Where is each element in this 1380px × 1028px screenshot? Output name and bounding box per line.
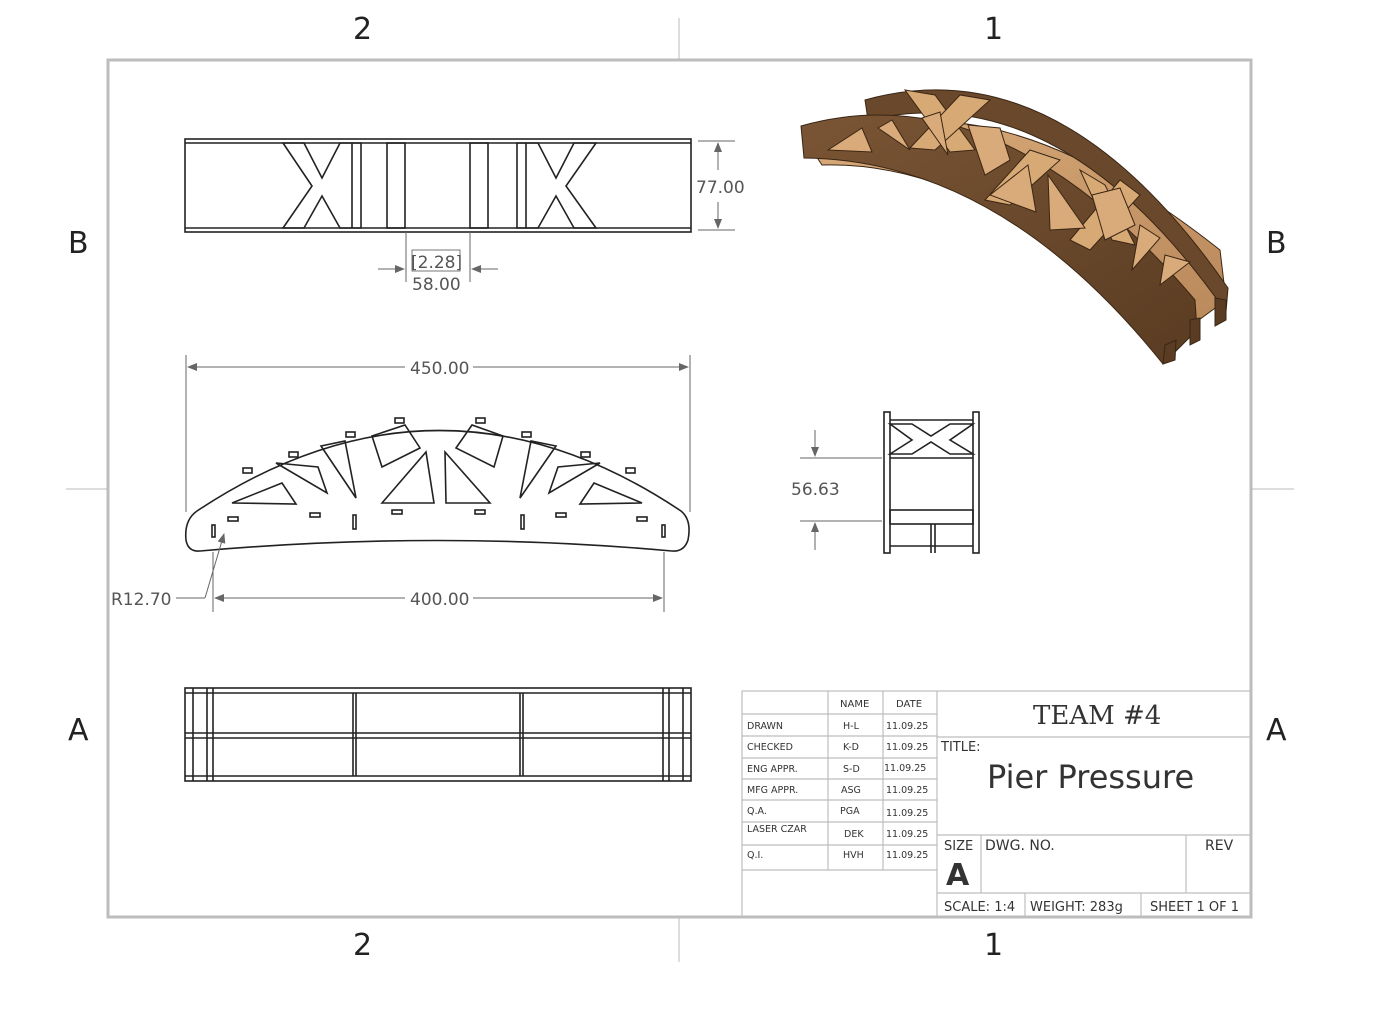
tb-role: Q.A. [747, 806, 767, 817]
tb-size: A [946, 858, 970, 893]
front-view [184, 417, 690, 552]
zone-label-top-1: 1 [984, 12, 1004, 47]
title-block [741, 690, 1252, 918]
tb-rev-label: REV [1205, 838, 1234, 854]
tb-date: 11.09.25 [886, 785, 928, 796]
dim-58 [378, 232, 498, 282]
tb-name: DEK [844, 829, 864, 840]
zone-label-bottom-1: 1 [984, 928, 1004, 963]
dim-top-height: 77.00 [696, 178, 745, 198]
tb-name: K-D [843, 742, 859, 753]
tb-name: PGA [840, 806, 860, 817]
tb-role: MFG APPR. [747, 785, 798, 796]
tb-col-date: DATE [896, 699, 922, 710]
tb-date: 11.09.25 [886, 721, 928, 732]
tb-size-label: SIZE [944, 839, 973, 854]
tb-role: Q.I. [747, 850, 763, 861]
dim-radius-leader [176, 533, 226, 599]
side-view [883, 411, 980, 554]
tb-sheet: SHEET 1 OF 1 [1150, 900, 1239, 915]
tb-date: 11.09.25 [886, 829, 928, 840]
tb-role: ENG APPR. [747, 764, 798, 775]
dim-gap: 58.00 [412, 275, 461, 295]
tb-role: LASER CZAR [747, 824, 807, 835]
zone-label-bottom-2: 2 [353, 928, 373, 963]
tb-company: TEAM #4 [1033, 701, 1161, 731]
dim-radius: R12.70 [111, 590, 171, 610]
dim-ref-thickness: [2.28] [411, 253, 462, 273]
top-view [184, 138, 692, 233]
tb-rows: DRAWN H-L 11.09.25 CHECKED K-D 11.09.25 … [747, 721, 928, 861]
dim-450 [185, 355, 691, 512]
dim-5663 [800, 430, 882, 550]
bottom-view [184, 687, 692, 782]
dim-span: 400.00 [410, 590, 469, 610]
tb-date: 11.09.25 [884, 763, 926, 774]
tb-date: 11.09.25 [886, 850, 928, 861]
dim-side-height: 56.63 [791, 480, 840, 500]
tb-name: ASG [841, 785, 861, 796]
dim-400 [212, 552, 665, 612]
zone-label-left-a: A [68, 713, 89, 748]
dim-77 [698, 140, 735, 231]
tb-dwg-label: DWG. NO. [985, 838, 1055, 854]
tb-title: Pier Pressure [987, 758, 1194, 796]
dim-overall-length: 450.00 [410, 359, 469, 379]
tb-scale: SCALE: 1:4 [944, 900, 1015, 915]
zone-label-top-2: 2 [353, 12, 373, 47]
tb-weight: WEIGHT: 283g [1030, 900, 1123, 915]
zone-label-right-a: A [1266, 713, 1287, 748]
tb-col-name: NAME [840, 699, 869, 710]
tb-title-label: TITLE: [940, 740, 981, 755]
isometric-render [800, 89, 1229, 365]
tb-name: S-D [843, 764, 860, 775]
zone-label-left-b: B [68, 226, 89, 261]
tb-date: 11.09.25 [886, 808, 928, 819]
tb-role: DRAWN [747, 721, 783, 732]
tb-role: CHECKED [747, 742, 793, 753]
zone-label-right-b: B [1266, 226, 1287, 261]
tb-name: HVH [843, 850, 864, 861]
tb-date: 11.09.25 [886, 742, 928, 753]
tb-name: H-L [843, 721, 860, 732]
